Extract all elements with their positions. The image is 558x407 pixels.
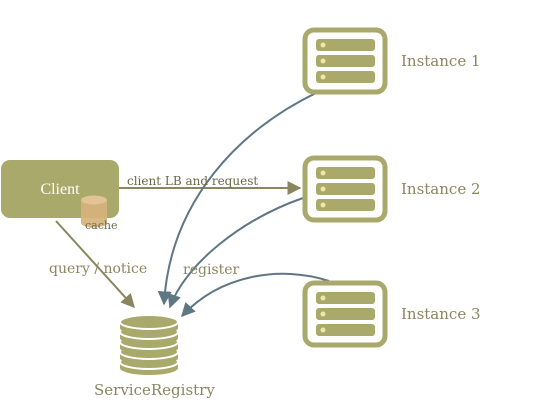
instance-2-label: Instance 2 (401, 180, 481, 198)
instance-2-server-icon (302, 155, 388, 223)
instance-1-server-icon (302, 27, 388, 95)
edge-client-to-registry (55, 220, 135, 309)
edge-label-register: register (183, 262, 240, 278)
client-label: Client (40, 181, 80, 198)
edge-instance2-to-registry (167, 197, 304, 309)
registry-database-icon (119, 314, 179, 375)
instance-3-label: Instance 3 (401, 305, 481, 323)
edge-label-query-notice: query / notice (49, 261, 148, 277)
instance-1-label: Instance 1 (401, 52, 481, 70)
registry-label: ServiceRegistry (94, 381, 215, 399)
edge-label-client-lb: client LB and request (127, 174, 259, 188)
cache-database-icon (81, 195, 107, 228)
edge-instance3-to-registry (181, 272, 330, 318)
instance-3-server-icon (302, 280, 388, 348)
edge-instance1-to-registry (157, 92, 317, 306)
cache-label: cache (85, 219, 118, 232)
